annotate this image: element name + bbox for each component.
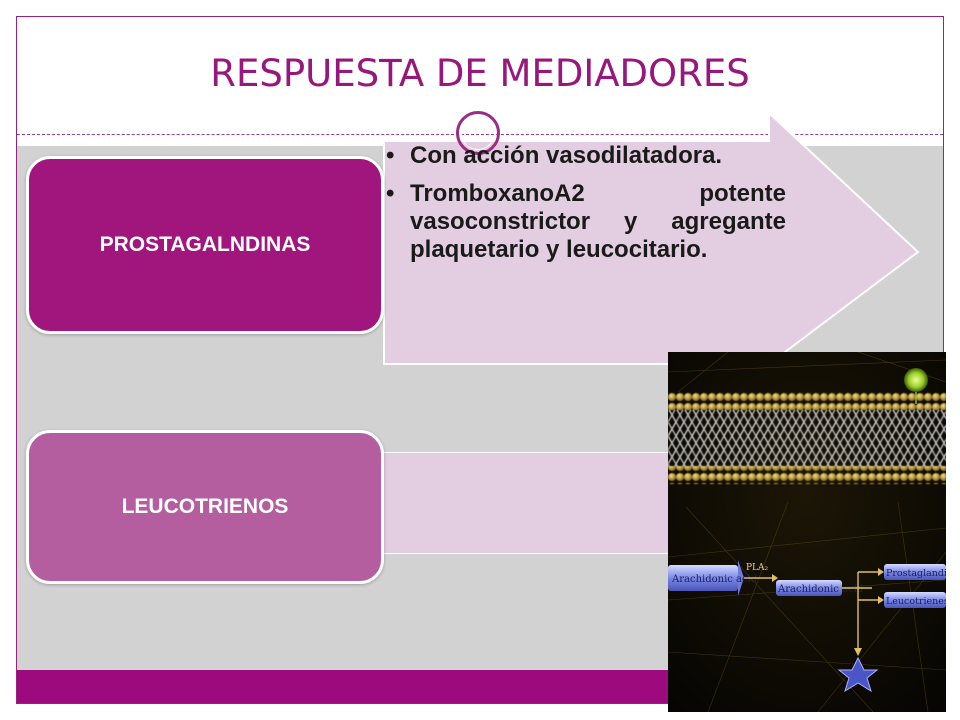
slide-title: RESPUESTA DE MEDIADORES: [210, 52, 750, 95]
prostaglandin-label: PROSTAGALNDINAS: [99, 233, 311, 256]
membrane-pathway-image: Arachidonic acid PLA₂ Arachidonic acid P…: [668, 352, 946, 712]
arachidonic-label-right: Arachidonic acid: [777, 584, 864, 595]
arachidonic-label-left: Arachidonic acid: [671, 574, 758, 585]
leucotriene-label: LEUCOTRIENOS: [121, 495, 289, 518]
prostaglandins-label: Prostaglandins: [886, 568, 946, 579]
leucotriene-box: LEUCOTRIENOS: [26, 430, 384, 584]
leucotriene-strip: [383, 452, 683, 554]
pla2-label: PLA₂: [746, 563, 769, 573]
prostaglandin-points: Con acción vasodilatadora. TromboxanoA2 …: [384, 142, 786, 274]
leucotrienes-label: Leucotrienes: [886, 596, 946, 607]
prostaglandin-box: PROSTAGALNDINAS: [26, 156, 384, 334]
prostaglandin-point-2: TromboxanoA2 potente vasoconstrictor y a…: [384, 180, 786, 264]
star-molecule: [837, 656, 879, 693]
prostaglandin-point-1: Con acción vasodilatadora.: [384, 142, 786, 170]
pathway-diagram: Arachidonic acid PLA₂ Arachidonic acid P…: [668, 560, 946, 693]
membrane-receptor-glow: [904, 368, 928, 392]
lipid-bilayer: [668, 392, 946, 484]
